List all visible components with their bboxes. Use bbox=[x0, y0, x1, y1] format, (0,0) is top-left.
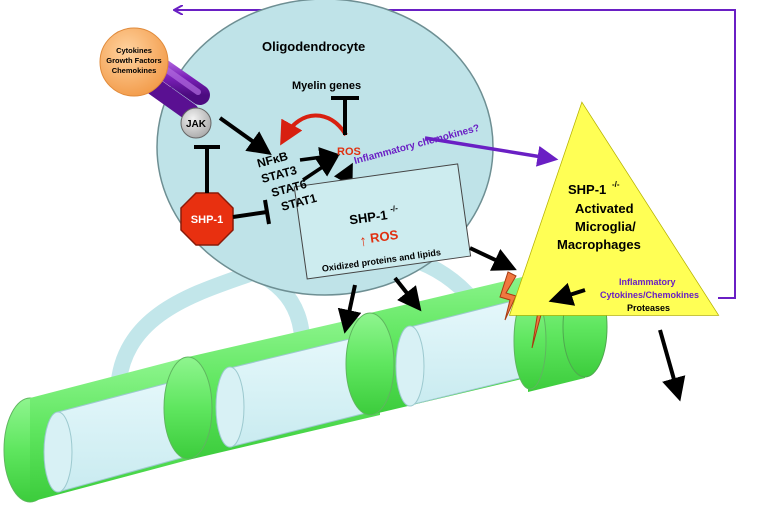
jak-label: JAK bbox=[186, 119, 207, 130]
axon-node bbox=[345, 312, 395, 416]
microglia-inflammatory-label: Inflammatory bbox=[619, 277, 676, 287]
microglia-proteases-label: Proteases bbox=[627, 303, 670, 313]
shp1-octagon bbox=[180, 192, 234, 246]
oligodendrocyte-title: Oligodendrocyte bbox=[262, 39, 365, 54]
box-ros-label: ROS bbox=[369, 227, 399, 246]
chemokines-label: Chemokines bbox=[112, 66, 157, 75]
box-shp1-label: SHP-1 bbox=[348, 207, 388, 227]
axon-node bbox=[163, 356, 213, 460]
jak-to-tf-arrow bbox=[218, 116, 272, 155]
shp1-ros-box bbox=[293, 163, 472, 280]
microglia-cytokines-chemokines-label: Cytokines/Chemokines bbox=[600, 290, 699, 300]
ros-label: ROS bbox=[337, 146, 361, 158]
microglia-shp1-label: SHP-1 bbox=[568, 182, 606, 197]
transcription-factor-list: NFκB STAT3 STAT6 STAT1 bbox=[256, 149, 319, 214]
chemokine-to-microglia-arrow bbox=[424, 136, 559, 167]
feedback-loop-line bbox=[175, 10, 736, 299]
damage-arrows bbox=[337, 246, 686, 402]
microglia-macrophages-label: Macrophages bbox=[557, 237, 641, 252]
growth-factors-label: Growth Factors bbox=[106, 56, 161, 65]
jak-circle bbox=[180, 107, 212, 139]
cytokines-ball bbox=[99, 27, 169, 97]
box-ros-up-arrow: ↑ bbox=[358, 232, 368, 250]
microglia-activated-label: Activated bbox=[575, 201, 634, 216]
microglia-shp1-sup: -/- bbox=[612, 180, 620, 189]
cytokines-label: Cytokines bbox=[116, 46, 152, 55]
ros-feedback-arrow bbox=[280, 113, 348, 146]
myelin-genes-label: Myelin genes bbox=[292, 80, 361, 92]
shp1-stat-inhibition bbox=[232, 210, 268, 219]
shp1-label: SHP-1 bbox=[191, 214, 223, 226]
box-shp1-sup: -/- bbox=[390, 204, 399, 214]
microglia-microglia-label: Microglia/ bbox=[575, 219, 636, 234]
